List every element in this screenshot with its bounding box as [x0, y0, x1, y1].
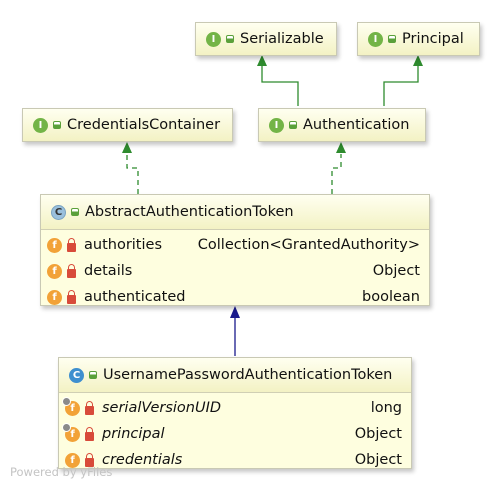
usernamepasswordauthenticationtoken-label: UsernamePasswordAuthenticationToken — [103, 367, 393, 383]
watermark: Powered by yFiles — [10, 465, 113, 479]
serializable-header: I Serializable — [196, 23, 336, 55]
field-name: details — [84, 263, 133, 279]
field-icon: f — [47, 263, 62, 279]
final-field-icon: f — [62, 422, 80, 442]
credentialscontainer-header: I CredentialsContainer — [23, 109, 232, 141]
principal-interface[interactable]: I Principal — [357, 22, 480, 56]
static-field-icon: f — [62, 396, 80, 416]
authentication-label: Authentication — [303, 117, 410, 133]
abstractauthenticationtoken-header: C AbstractAuthenticationToken — [41, 195, 429, 230]
public-icon — [289, 121, 297, 129]
abstractauthenticationtoken-label: AbstractAuthenticationToken — [85, 204, 294, 220]
arrowhead-serializable — [257, 55, 267, 66]
field-row: f principal Object — [59, 421, 411, 447]
pin-icon — [62, 396, 71, 406]
public-icon — [388, 35, 396, 43]
arrowhead-authentication — [336, 142, 346, 153]
private-lock-icon — [67, 263, 76, 278]
public-icon — [89, 371, 97, 379]
principal-header: I Principal — [358, 23, 479, 55]
usernamepasswordauthenticationtoken-header: C UsernamePasswordAuthenticationToken — [59, 358, 411, 393]
interface-icon: I — [269, 117, 284, 133]
credentialscontainer-label: CredentialsContainer — [67, 117, 221, 133]
private-lock-icon — [67, 237, 76, 252]
private-lock-icon — [85, 426, 94, 441]
public-icon — [226, 35, 234, 43]
interface-icon: I — [33, 117, 48, 133]
edge-abstract-authentication — [331, 154, 342, 194]
field-type: Collection<GrantedAuthority> — [197, 237, 420, 253]
class-icon: C — [69, 367, 84, 383]
field-name: principal — [102, 426, 165, 442]
field-type: Object — [372, 263, 420, 279]
usernamepasswordauthenticationtoken-class[interactable]: C UsernamePasswordAuthenticationToken f … — [58, 357, 412, 469]
private-lock-icon — [85, 400, 94, 415]
field-row: f authorities Collection<GrantedAuthorit… — [41, 232, 429, 258]
field-icon: f — [65, 452, 80, 468]
field-type: long — [370, 400, 402, 416]
credentialscontainer-interface[interactable]: I CredentialsContainer — [22, 108, 233, 142]
field-type: Object — [354, 452, 402, 468]
public-icon — [71, 208, 79, 216]
edge-authentication-serializable — [261, 65, 299, 106]
field-type: boolean — [362, 289, 420, 305]
field-type: Object — [354, 426, 402, 442]
field-name: credentials — [102, 452, 183, 468]
arrowhead-principal — [413, 55, 423, 66]
field-row: f serialVersionUID long — [59, 395, 411, 421]
private-lock-icon — [67, 289, 76, 304]
field-row: f details Object — [41, 258, 429, 284]
serializable-label: Serializable — [240, 31, 324, 47]
public-icon — [53, 121, 61, 129]
field-name: serialVersionUID — [102, 400, 222, 416]
arrowhead-abstract — [230, 306, 240, 318]
private-lock-icon — [85, 452, 94, 467]
field-name: authorities — [84, 237, 163, 253]
field-row: f authenticated boolean — [41, 284, 429, 310]
arrowhead-credentialscontainer — [122, 142, 132, 153]
serializable-interface[interactable]: I Serializable — [195, 22, 337, 56]
field-icon: f — [47, 289, 62, 305]
principal-label: Principal — [402, 31, 464, 47]
interface-icon: I — [206, 31, 221, 47]
edge-abstract-credentialscontainer — [126, 154, 139, 194]
field-icon: f — [47, 237, 62, 253]
field-row: f credentials Object — [59, 447, 411, 473]
authentication-header: I Authentication — [259, 109, 425, 141]
edge-authentication-principal — [383, 65, 419, 106]
field-name: authenticated — [84, 289, 186, 305]
abstractauthenticationtoken-class[interactable]: C AbstractAuthenticationToken f authorit… — [40, 194, 430, 306]
abstract-class-icon: C — [51, 204, 66, 220]
interface-icon: I — [368, 31, 383, 47]
pin-icon — [62, 422, 71, 432]
authentication-interface[interactable]: I Authentication — [258, 108, 426, 142]
